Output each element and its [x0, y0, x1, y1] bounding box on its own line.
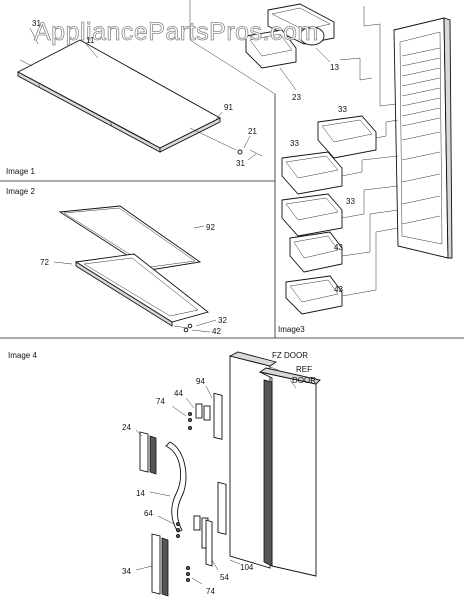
- leader-fz-door: [267, 365, 279, 371]
- part-label-91: 91: [224, 103, 233, 112]
- part-label-94: 94: [196, 377, 205, 386]
- lower-fasteners: [175, 481, 227, 583]
- part-label-42: 42: [212, 327, 221, 336]
- leader-34: [135, 565, 153, 571]
- leader-72: [53, 261, 73, 265]
- image3-door-bins-group: [245, 3, 453, 315]
- door-handle-14: [165, 441, 187, 533]
- door-bin-33c: [281, 193, 343, 237]
- part-label-33: 33: [346, 197, 355, 206]
- door-bin-43b: [285, 275, 343, 315]
- part-label-32: 32: [218, 316, 227, 325]
- leader-104: [229, 559, 241, 565]
- shelf-screw: [19, 59, 33, 67]
- leader-44: [185, 397, 195, 409]
- part-label-24: 24: [122, 423, 131, 432]
- leader-31b: [247, 153, 257, 161]
- part-label-23: 23: [292, 93, 301, 102]
- leader-32: [195, 319, 217, 327]
- leader-ref-door: [289, 379, 297, 389]
- leader-11: [85, 43, 99, 59]
- leader-74b: [191, 577, 203, 585]
- trim-strip-24: [139, 431, 157, 475]
- part-label-44: 44: [174, 389, 183, 398]
- bin-cover-13: [299, 26, 325, 46]
- part-label-34: 34: [122, 567, 131, 576]
- image4-doors-group: [135, 351, 321, 597]
- leader-54: [211, 559, 219, 571]
- frame-screw-32: [187, 323, 193, 329]
- part-label-33: 33: [290, 139, 299, 148]
- bin-23: [245, 29, 297, 69]
- section-dividers: [0, 0, 464, 339]
- part-label-43: 43: [334, 285, 343, 294]
- leader-64: [157, 515, 175, 525]
- part-label-54: 54: [220, 573, 229, 582]
- caption-image1: Image 1: [6, 167, 35, 176]
- shelf-panel: [17, 39, 221, 149]
- shelf-rod: [189, 127, 237, 151]
- fz-door-label: FZ DOOR: [272, 351, 308, 360]
- caption-image4: Image 4: [8, 351, 37, 360]
- leader-21: [243, 135, 251, 149]
- leader-23: [279, 67, 297, 91]
- upper-handle-brackets: [187, 392, 223, 440]
- part-label-72: 72: [40, 258, 49, 267]
- shelf-rail: [29, 77, 151, 143]
- door-bin-43a: [289, 231, 343, 273]
- image3-routing-lines: [339, 6, 399, 297]
- trim-strip-54: [205, 519, 213, 567]
- part-label-11: 11: [86, 36, 95, 45]
- shelf-side-edge: [159, 117, 221, 153]
- image1-shelf-group: [17, 27, 263, 161]
- image2-frame-group: [53, 205, 217, 333]
- frame-clip-42: [183, 327, 189, 333]
- door-bin-33a: [317, 115, 377, 159]
- ref-door-label-line1: REF: [296, 365, 312, 374]
- leader-91: [213, 111, 223, 123]
- part-label-13: 13: [330, 63, 339, 72]
- part-label-74: 74: [156, 397, 165, 406]
- part-label-104: 104: [240, 563, 254, 572]
- leader-74a: [171, 405, 187, 417]
- door-liner-ribs: [401, 47, 441, 225]
- leader-14: [149, 491, 171, 497]
- part-label-21: 21: [248, 127, 257, 136]
- shelf-glass-92: [58, 205, 202, 271]
- part-label-14: 14: [136, 489, 145, 498]
- trim-strip-34: [151, 533, 169, 597]
- watermark-text: AppliancePartsPros.com: [34, 18, 319, 46]
- part-label-64: 64: [144, 509, 153, 518]
- part-label-31: 31: [236, 159, 245, 168]
- part-label-92: 92: [206, 223, 215, 232]
- part-labels: 31 11 91 21 31 92 72 32 42 13 23 33 33 3…: [32, 19, 355, 596]
- leader-94: [205, 385, 213, 399]
- door-bin-33b: [281, 151, 343, 195]
- caption-image2: Image 2: [6, 187, 35, 196]
- shelf-clip: [237, 149, 243, 155]
- part-label-43: 43: [334, 243, 343, 252]
- part-label-33: 33: [338, 105, 347, 114]
- part-label-31: 31: [32, 19, 41, 28]
- caption-image3: Image3: [278, 325, 305, 334]
- leader-13: [315, 47, 331, 63]
- leader-24: [135, 429, 143, 437]
- leader-42: [191, 329, 211, 333]
- part-label-74: 74: [206, 587, 215, 596]
- leader-92: [193, 225, 205, 229]
- door-labels: FZ DOOR REF DOOR: [272, 351, 316, 385]
- leader-31a: [29, 27, 39, 45]
- ref-door-label-line2: DOOR: [292, 376, 316, 385]
